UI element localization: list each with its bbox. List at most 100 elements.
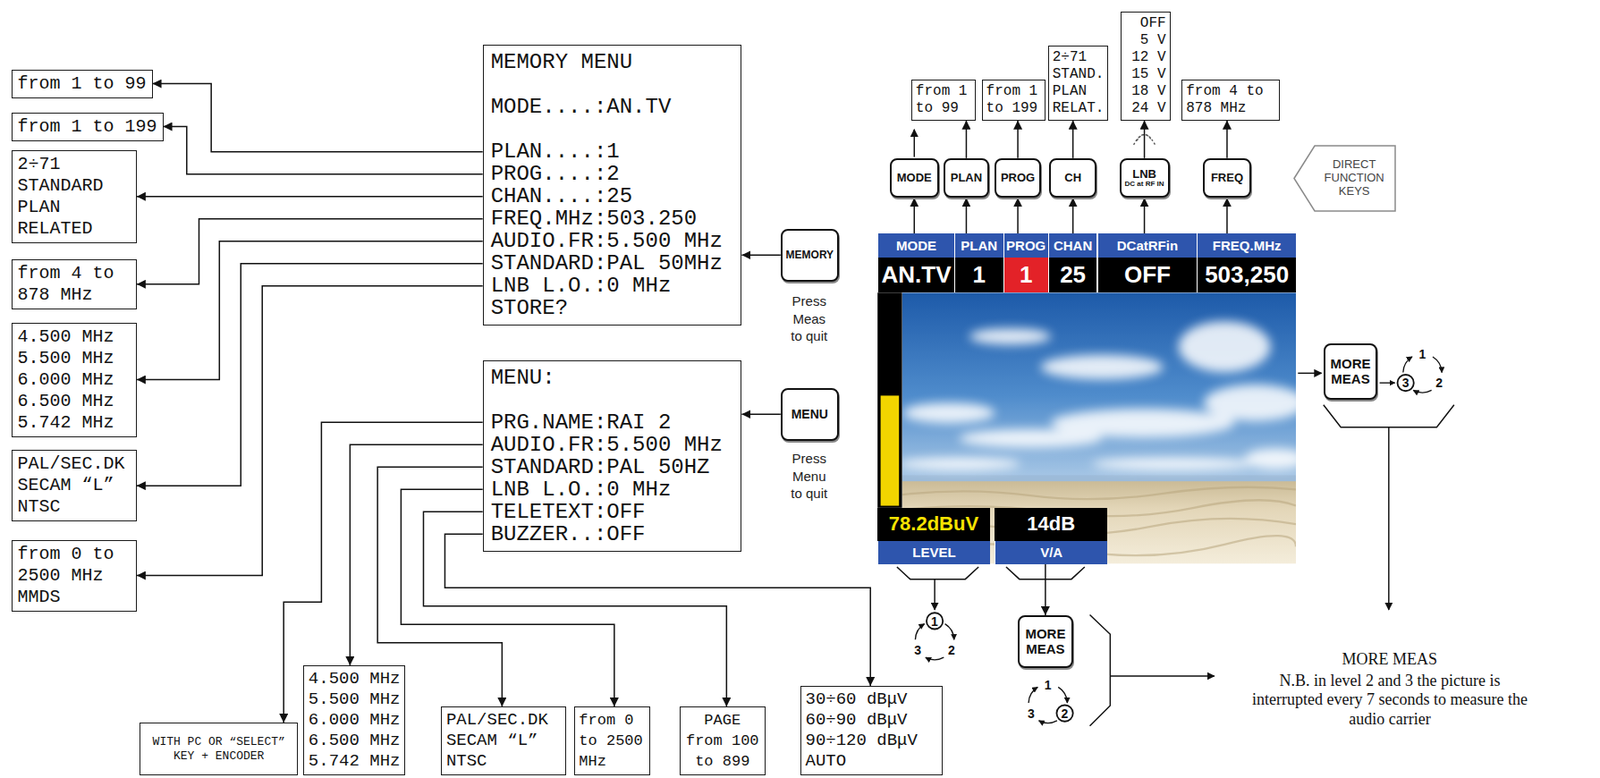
node-text: 5.742 MHz: [17, 412, 131, 434]
screen-header-cell: PLAN: [954, 233, 1004, 257]
node-text: LEVEL: [912, 545, 956, 559]
node-text: CHAN: [1053, 238, 1093, 253]
cycle-icon: [1397, 356, 1443, 393]
node-text: 24 V: [1125, 100, 1167, 118]
node-text: LNB L.O.:0 MHz: [491, 478, 735, 501]
cycle-number: 2: [1435, 376, 1443, 390]
option-box: from 1 to 199: [982, 79, 1047, 121]
readout-cell: 14dB: [994, 507, 1108, 542]
cycle-number: 1: [1418, 347, 1426, 361]
option-box: from 1 to 199: [11, 112, 164, 142]
node-text: 30÷60 dBμV: [805, 689, 939, 711]
node-text: 6.500 MHz: [17, 390, 131, 413]
cycle-number: 2: [948, 643, 956, 657]
cycle-number: 3: [914, 643, 922, 657]
cycle-number: 2: [1061, 707, 1069, 720]
cycle-icon: [1028, 686, 1074, 723]
node-text: 503,250: [1204, 262, 1289, 287]
pentagon-shape: [1294, 145, 1396, 212]
screen-header-cell: DCatRFin: [1097, 233, 1198, 257]
node-text: 18 V: [1125, 83, 1167, 101]
key-button: CH: [1049, 158, 1098, 198]
node-text: AUTO: [805, 751, 939, 772]
key-button: LNBDC at RF IN: [1119, 158, 1170, 198]
node-text: 25: [1059, 262, 1086, 287]
leader-arrow: [1109, 675, 1214, 677]
connector-arrow: [136, 286, 483, 576]
node-text: 14dB: [1026, 514, 1076, 534]
node-text: MODE: [896, 238, 937, 253]
node-text: PROG: [1000, 171, 1035, 185]
leader-arrow: [933, 579, 935, 610]
node-text: 78.2dBuV: [888, 514, 979, 534]
node-text: DIRECT FUNCTION KEYS: [1316, 158, 1393, 199]
screen-value-cell: AN.TV: [877, 257, 955, 294]
node-text: MORE MEAS: [1021, 626, 1071, 657]
connector-arrow: [1226, 197, 1228, 234]
node-text: from 0 to 2500 MHz: [578, 710, 645, 772]
key-button: MORE MEAS: [1323, 343, 1378, 400]
note-title: MORE MEAS: [1341, 650, 1438, 670]
node-text: NTSC: [17, 496, 131, 518]
key-button: PLAN: [943, 158, 989, 198]
connector-arrow: [136, 241, 483, 381]
node-text: STANDARD:PAL 50HZ: [491, 456, 735, 479]
leader-arrow: [1388, 427, 1389, 610]
node-text: from 1 to 99: [17, 73, 147, 95]
cycle-number: 3: [1402, 376, 1410, 390]
node-text: from 4 to 878 MHz: [1185, 83, 1276, 118]
node-text: from 100 to 899: [684, 730, 762, 772]
node-text: MODE: [897, 171, 932, 185]
node-text: WITH PC OR “SELECT” KEY + ENCODER: [144, 735, 293, 764]
option-box: from 4 to 878 MHz: [1181, 79, 1280, 121]
node-text: PLAN....:1: [491, 140, 735, 163]
node-text: PROG....:2: [491, 162, 735, 186]
node-text: CH: [1064, 171, 1082, 185]
node-text: 1: [972, 262, 985, 287]
node-text: LNB: [1132, 168, 1157, 181]
option-box: PAL/SEC.DKSECAM “L”NTSC: [440, 706, 567, 776]
connector-arrow: [136, 219, 483, 285]
node-text: MENU: [791, 407, 829, 422]
connector-arrow: [444, 533, 871, 686]
key-button: PROG: [994, 158, 1041, 198]
node-text: from 0 to 2500 MHz: [17, 543, 131, 587]
screen-value-cell: 1: [954, 257, 1004, 294]
screen-header-cell: CHAN: [1048, 233, 1098, 257]
connector-arrow: [1016, 197, 1019, 234]
option-box: from 1 to 99: [911, 79, 976, 121]
node-text: 6.000 MHz: [308, 710, 401, 731]
node-text: MEMORY: [786, 249, 835, 262]
connector-arrow: [965, 197, 968, 234]
connector-arrow: [1072, 197, 1075, 234]
node-text: 6.500 MHz: [308, 730, 401, 752]
node-text: STANDARD: [17, 175, 131, 197]
node-text: PROG: [1006, 238, 1046, 253]
screen-header-cell: MODE: [877, 233, 955, 257]
node-text: PLAN: [1052, 83, 1105, 101]
key-button: FREQ: [1202, 158, 1252, 198]
node-text: PAGE: [684, 710, 762, 731]
node-text: 12 V: [1125, 49, 1167, 67]
node-text: PLAN: [950, 171, 983, 185]
bracket: [1323, 405, 1455, 428]
node-text: NTSC: [446, 751, 561, 772]
option-box: 2÷71STANDARDPLANRELATED: [11, 150, 137, 244]
node-text: STORE?: [491, 296, 735, 320]
node-text: 5 V: [1125, 32, 1167, 50]
node-text: OFF: [1125, 15, 1167, 33]
cycle-number: 1: [931, 615, 939, 628]
node-text: from 4 to 878 MHz: [17, 262, 131, 306]
screen-value-cell: 503,250: [1196, 257, 1296, 294]
node-text: STAND.: [1052, 66, 1105, 84]
option-box: 4.500 MHz5.500 MHz6.000 MHz6.500 MHz5.74…: [11, 322, 137, 438]
node-text: CHAN....:25: [491, 185, 735, 208]
key-button: MORE MEAS: [1017, 615, 1075, 669]
node-text: MMDS: [17, 586, 131, 609]
node-text: 1: [1019, 262, 1033, 287]
connector-arrow: [163, 126, 483, 175]
connector-arrow: [136, 263, 483, 486]
node-text: PAL/SEC.DK: [446, 710, 561, 731]
key-button: MENU: [780, 388, 839, 441]
